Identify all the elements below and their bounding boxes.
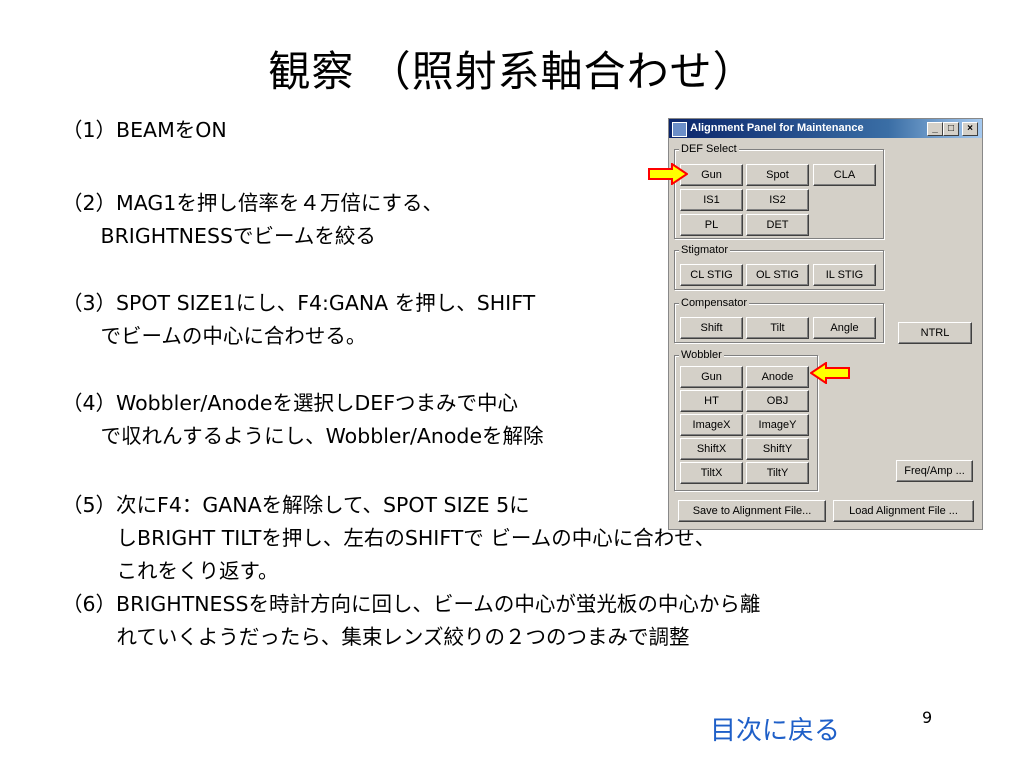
il-stig-button[interactable]: IL STIG [813,264,876,286]
step-2-cont: BRIGHTNESSでビームを絞る [80,224,376,248]
step-1: （1）BEAMをON [62,118,227,142]
comp-angle-button[interactable]: Angle [813,317,876,339]
def-gun-button[interactable]: Gun [680,164,743,186]
wob-imagey-button[interactable]: ImageY [746,414,809,436]
def-is1-button[interactable]: IS1 [680,189,743,211]
step-6: （6）BRIGHTNESSを時計方向に回し、ビームの中心が蛍光板の中心から離 [62,592,761,616]
wobbler-label: Wobbler [679,348,724,362]
wob-gun-button[interactable]: Gun [680,366,743,388]
def-is2-button[interactable]: IS2 [746,189,809,211]
window-titlebar[interactable]: Alignment Panel for Maintenance _ □ × [669,119,982,138]
wob-imagex-button[interactable]: ImageX [680,414,743,436]
maximize-button[interactable]: □ [943,122,959,136]
freq-amp-button[interactable]: Freq/Amp ... [896,460,973,482]
cl-stig-button[interactable]: CL STIG [680,264,743,286]
def-select-label: DEF Select [679,142,739,156]
page-number: 9 [922,708,933,727]
ntrl-button[interactable]: NTRL [898,322,972,344]
wob-shifty-button[interactable]: ShiftY [746,438,809,460]
wobbler-group: Wobbler Gun Anode HT OBJ ImageX ImageY S… [674,348,818,491]
back-to-toc-link[interactable]: 目次に戻る [710,716,841,746]
step-5-cont: しBRIGHT TILTを押し、左右のSHIFTで ビームの中心に合わせ、 [96,526,716,550]
compensator-group: Compensator Shift Tilt Angle [674,296,884,343]
wob-ht-button[interactable]: HT [680,390,743,412]
comp-shift-button[interactable]: Shift [680,317,743,339]
arrow-left-icon [810,362,850,384]
arrow-right-icon [648,163,688,185]
comp-tilt-button[interactable]: Tilt [746,317,809,339]
ol-stig-button[interactable]: OL STIG [746,264,809,286]
def-select-group: DEF Select Gun Spot CLA IS1 IS2 PL DET [674,142,884,239]
step-6-cont: れていくようだったら、集束レンズ絞りの２つのつまみで調整 [96,625,690,649]
def-cla-button[interactable]: CLA [813,164,876,186]
step-5-cont2: これをくり返す。 [96,559,279,583]
step-3: （3）SPOT SIZE1にし、F4:GANA を押し、SHIFT [62,291,536,315]
wob-tiltx-button[interactable]: TiltX [680,462,743,484]
def-det-button[interactable]: DET [746,214,809,236]
wob-obj-button[interactable]: OBJ [746,390,809,412]
slide-title: 観察 （照射系軸合わせ） [268,47,756,96]
def-pl-button[interactable]: PL [680,214,743,236]
minimize-button[interactable]: _ [927,122,943,136]
save-alignment-file-button[interactable]: Save to Alignment File... [678,500,826,522]
alignment-panel-window: Alignment Panel for Maintenance _ □ × DE… [668,118,983,530]
stigmator-label: Stigmator [679,243,731,257]
step-3-cont: でビームの中心に合わせる。 [80,324,367,348]
step-4: （4）Wobbler/Anodeを選択しDEFつまみで中心 [62,391,519,415]
stigmator-group: Stigmator CL STIG OL STIG IL STIG [674,243,884,290]
close-button[interactable]: × [962,122,978,136]
step-4-cont: で収れんするようにし、Wobbler/Anodeを解除 [80,424,544,448]
wob-anode-button[interactable]: Anode [746,366,809,388]
load-alignment-file-button[interactable]: Load Alignment File ... [833,500,974,522]
window-title: Alignment Panel for Maintenance [690,122,864,134]
app-icon [672,122,687,137]
compensator-label: Compensator [679,296,750,310]
step-2: （2）MAG1を押し倍率を４万倍にする、 [62,191,444,215]
wob-tilty-button[interactable]: TiltY [746,462,809,484]
step-5: （5）次にF4：GANAを解除して、SPOT SIZE 5に [62,493,530,517]
def-spot-button[interactable]: Spot [746,164,809,186]
wob-shiftx-button[interactable]: ShiftX [680,438,743,460]
